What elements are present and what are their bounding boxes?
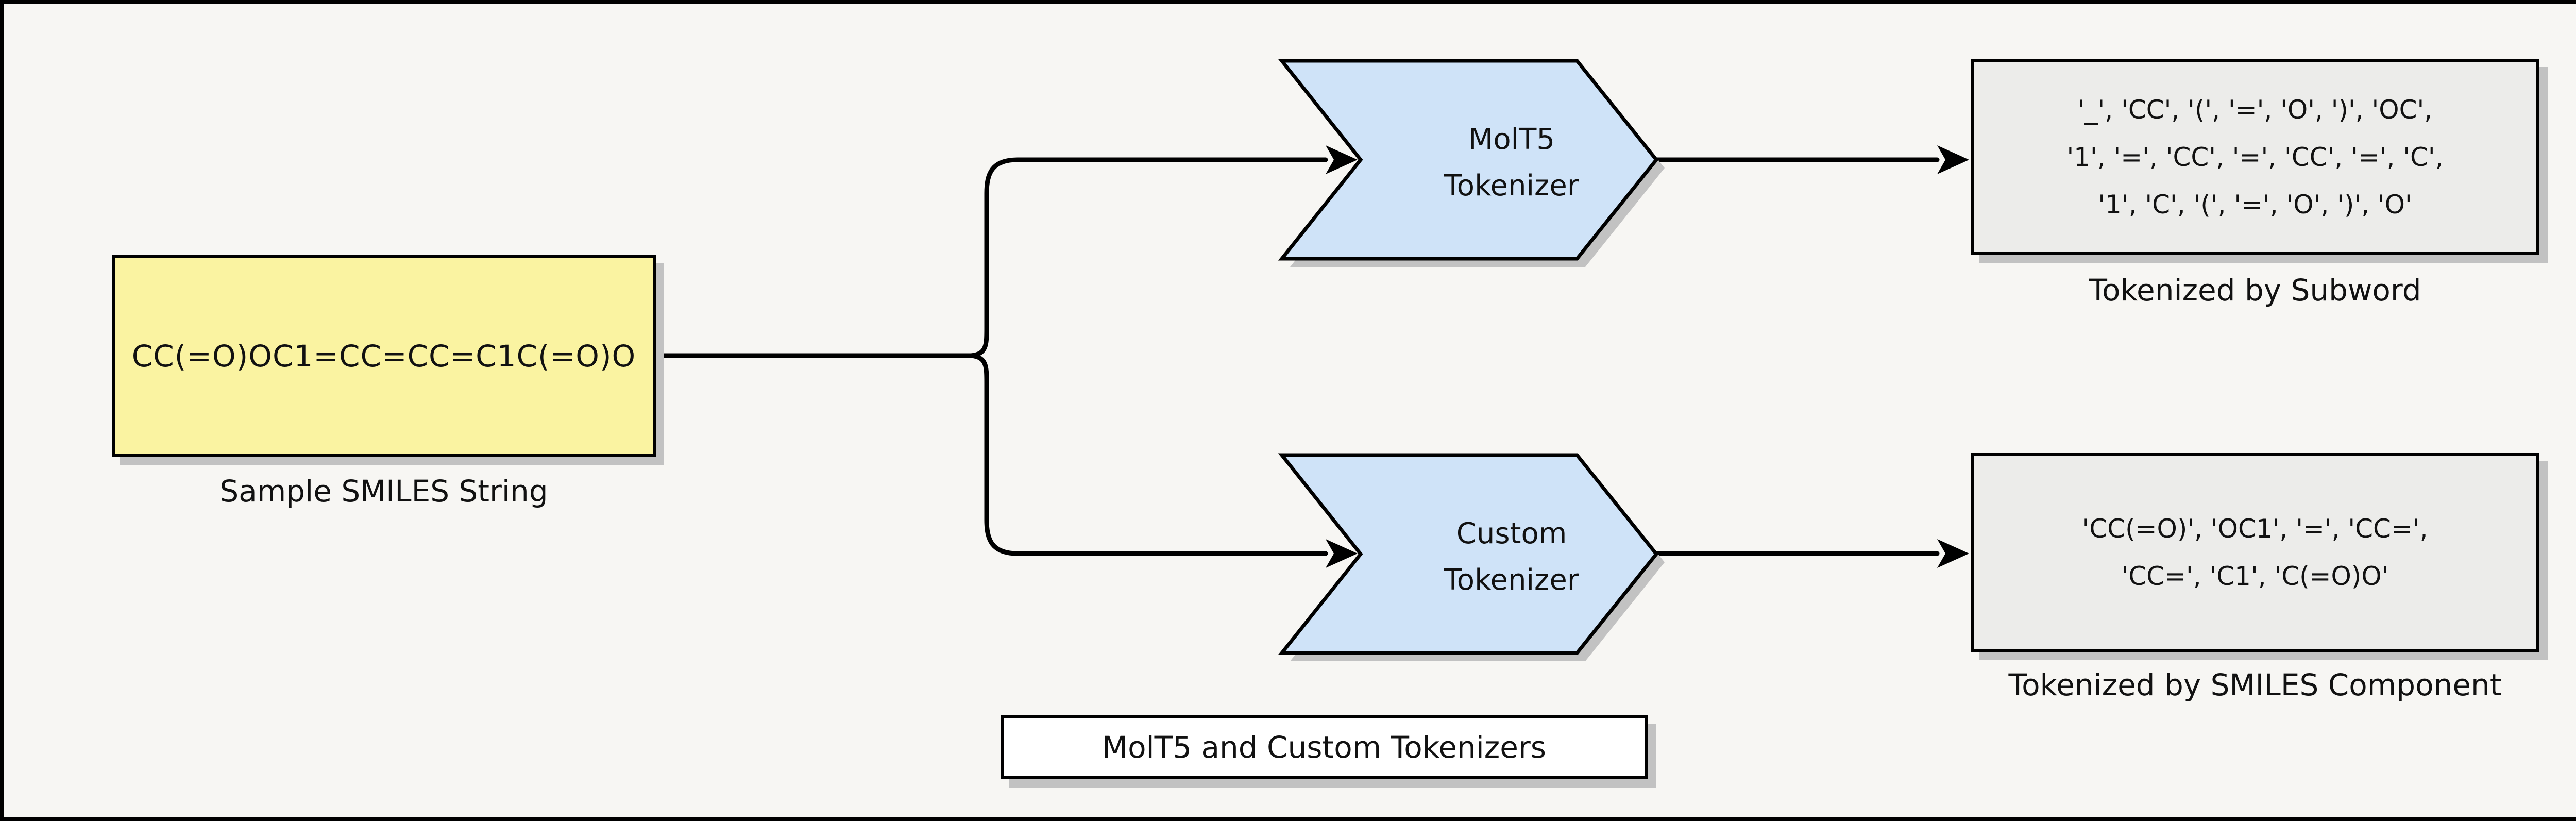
- chevron-body: [1278, 59, 1659, 261]
- token-line: '1', '=', 'CC', '=', 'CC', '=', 'C',: [2066, 142, 2444, 172]
- connector-branch-up: [969, 157, 1328, 358]
- connector-branch-down: [969, 353, 1328, 556]
- subword-tokens-label: Tokenized by Subword: [2089, 273, 2421, 308]
- token-line: '1', 'C', '(', '=', 'O', ')', 'O': [2098, 189, 2412, 220]
- diagram-caption-text: MolT5 and Custom Tokenizers: [1102, 730, 1546, 765]
- smiles-component-token-list: 'CC(=O)', 'OC1', '=', 'CC=', 'CC=', 'C1'…: [1974, 456, 2536, 649]
- subword-token-list: '_', 'CC', '(', '=', 'O', ')', 'OC', '1'…: [1974, 62, 2536, 252]
- sample-smiles-label: Sample SMILES String: [219, 474, 548, 509]
- subword-tokens-box: '_', 'CC', '(', '=', 'O', ')', 'OC', '1'…: [1971, 59, 2539, 255]
- custom-tokenizer-chevron: Custom Tokenizer: [1278, 453, 1666, 661]
- chevron-body: [1278, 453, 1659, 655]
- arrowhead-icon: [1937, 145, 1969, 174]
- sample-smiles-box: CC(=O)OC1=CC=CC=C1C(=O)O: [112, 255, 656, 457]
- chevron-shape: [1278, 453, 1665, 661]
- molt5-tokenizer-text: MolT5 Tokenizer: [1357, 59, 1666, 267]
- tokenizer-word: Tokenizer: [1444, 563, 1579, 597]
- arrowhead-icon: [1937, 539, 1969, 568]
- custom-tokenizer-text: Custom Tokenizer: [1357, 453, 1666, 661]
- chevron-shape: [1278, 59, 1665, 267]
- token-line: 'CC(=O)', 'OC1', '=', 'CC=',: [2082, 514, 2428, 544]
- sample-smiles-text: CC(=O)OC1=CC=CC=C1C(=O)O: [131, 338, 636, 374]
- token-line: 'CC=', 'C1', 'C(=O)O': [2121, 561, 2389, 591]
- molt5-tokenizer-chevron: MolT5 Tokenizer: [1278, 59, 1666, 267]
- smiles-component-tokens-label: Tokenized by SMILES Component: [2008, 667, 2502, 702]
- diagram-caption-box: MolT5 and Custom Tokenizers: [1001, 715, 1648, 779]
- tokenizer-word: Tokenizer: [1444, 169, 1579, 203]
- smiles-component-tokens-box: 'CC(=O)', 'OC1', '=', 'CC=', 'CC=', 'C1'…: [1971, 453, 2539, 652]
- tokenizer-name: MolT5: [1468, 123, 1555, 156]
- tokenizer-name: Custom: [1456, 517, 1567, 550]
- token-line: '_', 'CC', '(', '=', 'O', ')', 'OC',: [2077, 94, 2433, 125]
